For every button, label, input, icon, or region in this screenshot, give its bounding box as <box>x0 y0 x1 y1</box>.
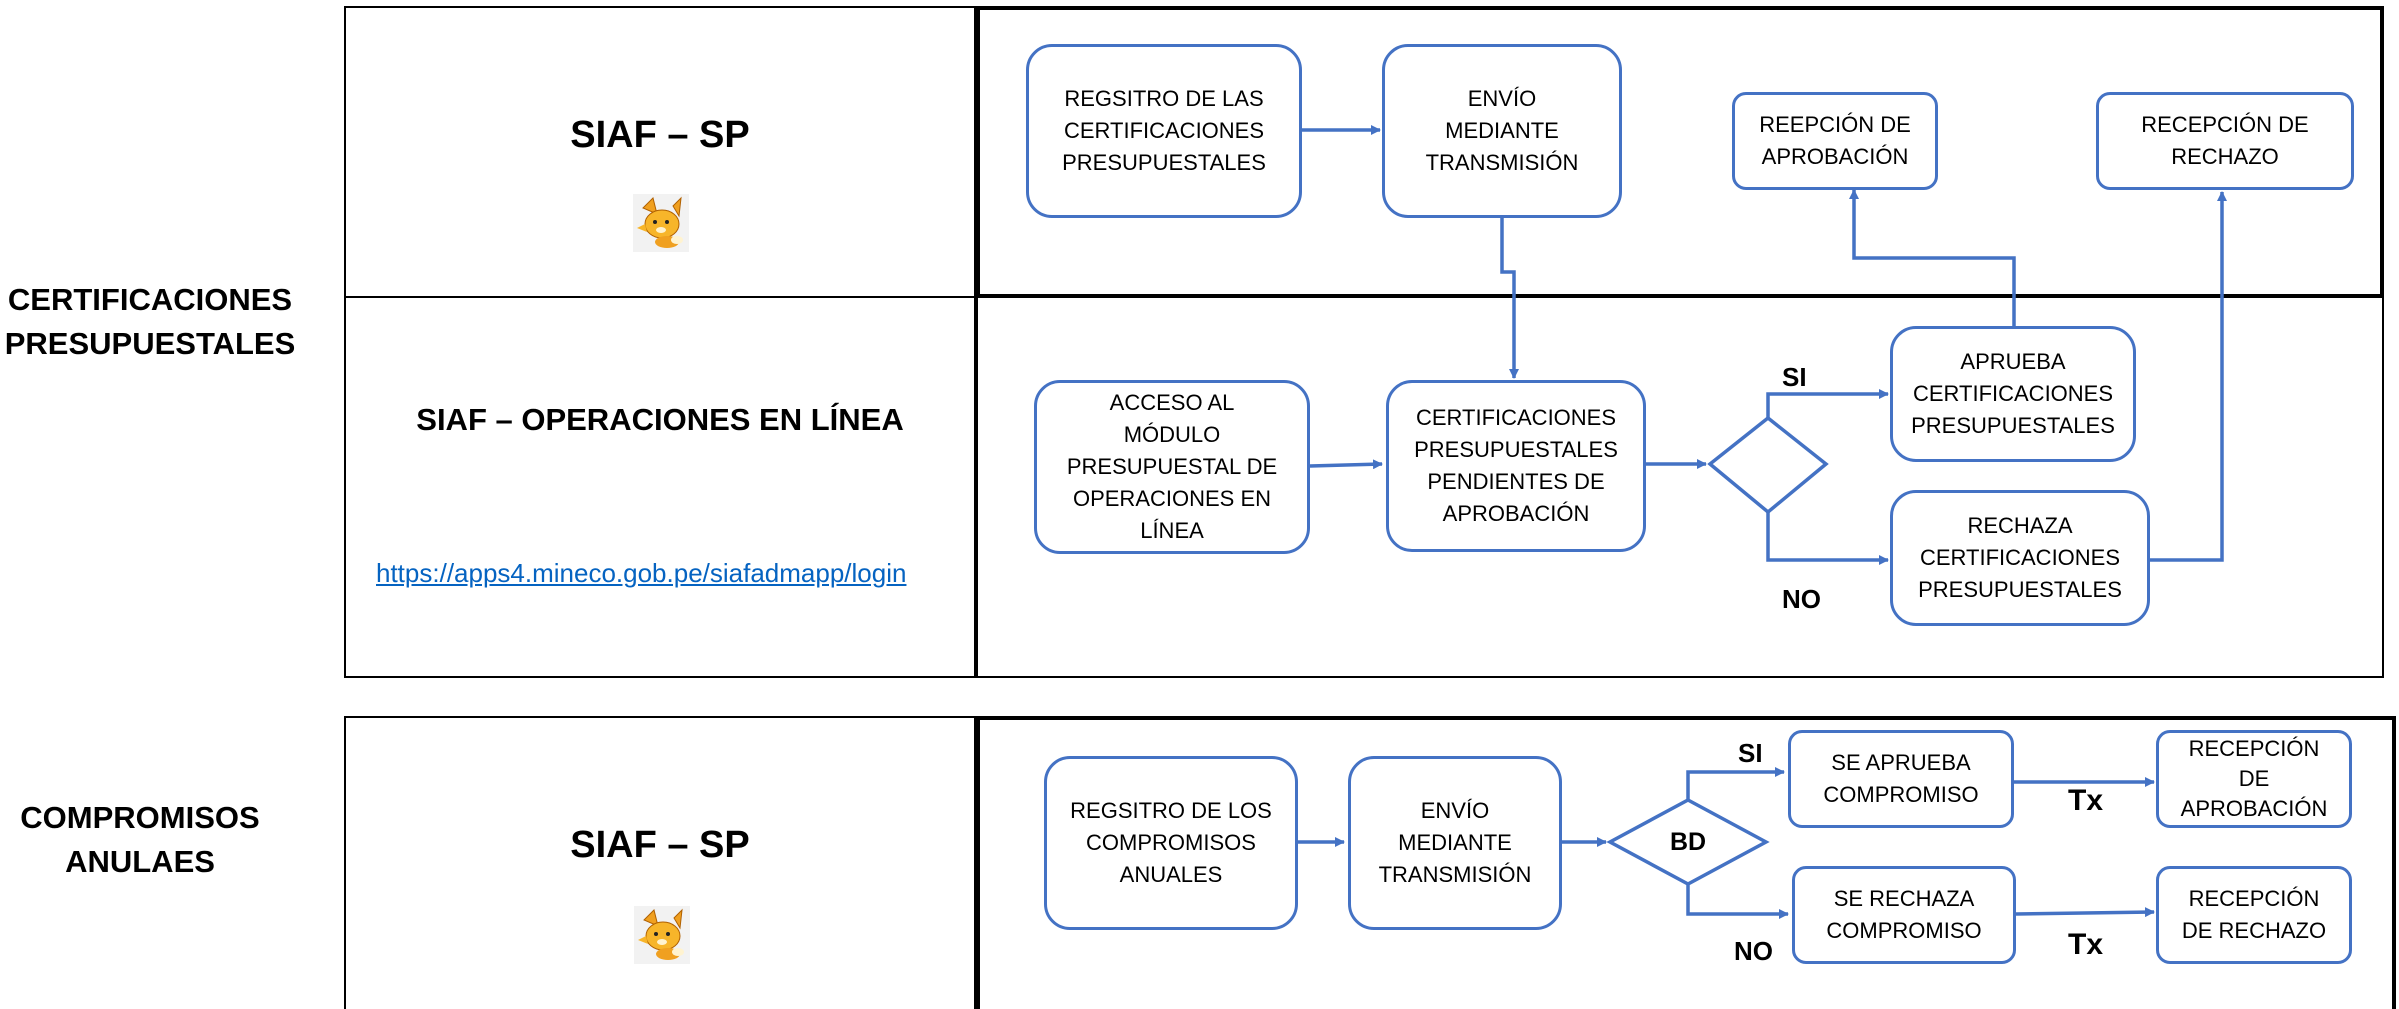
lane-siaf-ops <box>976 296 2384 678</box>
node-registro-certificaciones: REGSITRO DE LAS CERTIFICACIONES PRESUPUE… <box>1026 44 1302 218</box>
node-envio-transmision: ENVÍO MEDIANTE TRANSMISIÓN <box>1382 44 1622 218</box>
edge-label-no: NO <box>1782 584 1821 614</box>
node-se-rechaza-compromiso: SE RECHAZA COMPROMISO <box>1792 866 2016 964</box>
node-recepcion-aprobacion-2: RECEPCIÓN DE APROBACIÓN <box>2156 730 2352 828</box>
edge-label-tx-2: Tx <box>2068 928 2104 961</box>
cell-siaf-ops: SIAF – OPERACIONES EN LÍNEA https://apps… <box>344 298 976 678</box>
lane-siaf-sp-top <box>976 6 2384 298</box>
node-se-aprueba-compromiso: SE APRUEBA COMPROMISO <box>1788 730 2014 828</box>
cell-siaf-sp-bottom: SIAF – SP <box>344 716 976 1009</box>
node-recepcion-rechazo-2: RECEPCIÓN DE RECHAZO <box>2156 866 2352 964</box>
section-label-compromisos: COMPROMISOS ANULAES <box>20 800 260 879</box>
edge-label-tx-1: Tx <box>2068 784 2104 817</box>
fox-logo-icon <box>633 194 689 252</box>
node-envio-transmision-2: ENVÍO MEDIANTE TRANSMISIÓN <box>1348 756 1562 930</box>
section-label-certificaciones: CERTIFICACIONES PRESUPUESTALES <box>4 282 296 361</box>
node-registro-compromisos: REGSITRO DE LOS COMPROMISOS ANUALES <box>1044 756 1298 930</box>
node-aprueba-certificaciones: APRUEBA CERTIFICACIONES PRESUPUESTALES <box>1890 326 2136 462</box>
decision-label-bd: BD <box>1670 828 1707 856</box>
cell-title-siaf-sp-2: SIAF – SP <box>570 824 750 866</box>
edge-label-si-2: SI <box>1738 738 1763 768</box>
node-reepcion-aprobacion: REEPCIÓN DE APROBACIÓN <box>1732 92 1938 190</box>
edge-label-si: SI <box>1782 362 1807 392</box>
lane-siaf-sp-bottom <box>976 716 2396 1009</box>
cell-title-siaf-ops: SIAF – OPERACIONES EN LÍNEA <box>416 402 904 437</box>
node-acceso-modulo: ACCESO AL MÓDULO PRESUPUESTAL DE OPERACI… <box>1034 380 1310 554</box>
node-cert-pendientes: CERTIFICACIONES PRESUPUESTALES PENDIENTE… <box>1386 380 1646 552</box>
edge-label-no-2: NO <box>1734 936 1773 966</box>
cell-title-siaf-sp: SIAF – SP <box>570 114 750 156</box>
node-rechaza-certificaciones: RECHAZA CERTIFICACIONES PRESUPUESTALES <box>1890 490 2150 626</box>
node-recepcion-rechazo: RECEPCIÓN DE RECHAZO <box>2096 92 2354 190</box>
cell-siaf-sp-top: SIAF – SP <box>344 6 976 298</box>
fox-logo-icon <box>634 906 690 964</box>
siaf-login-link[interactable]: https://apps4.mineco.gob.pe/siafadmapp/l… <box>376 558 907 588</box>
